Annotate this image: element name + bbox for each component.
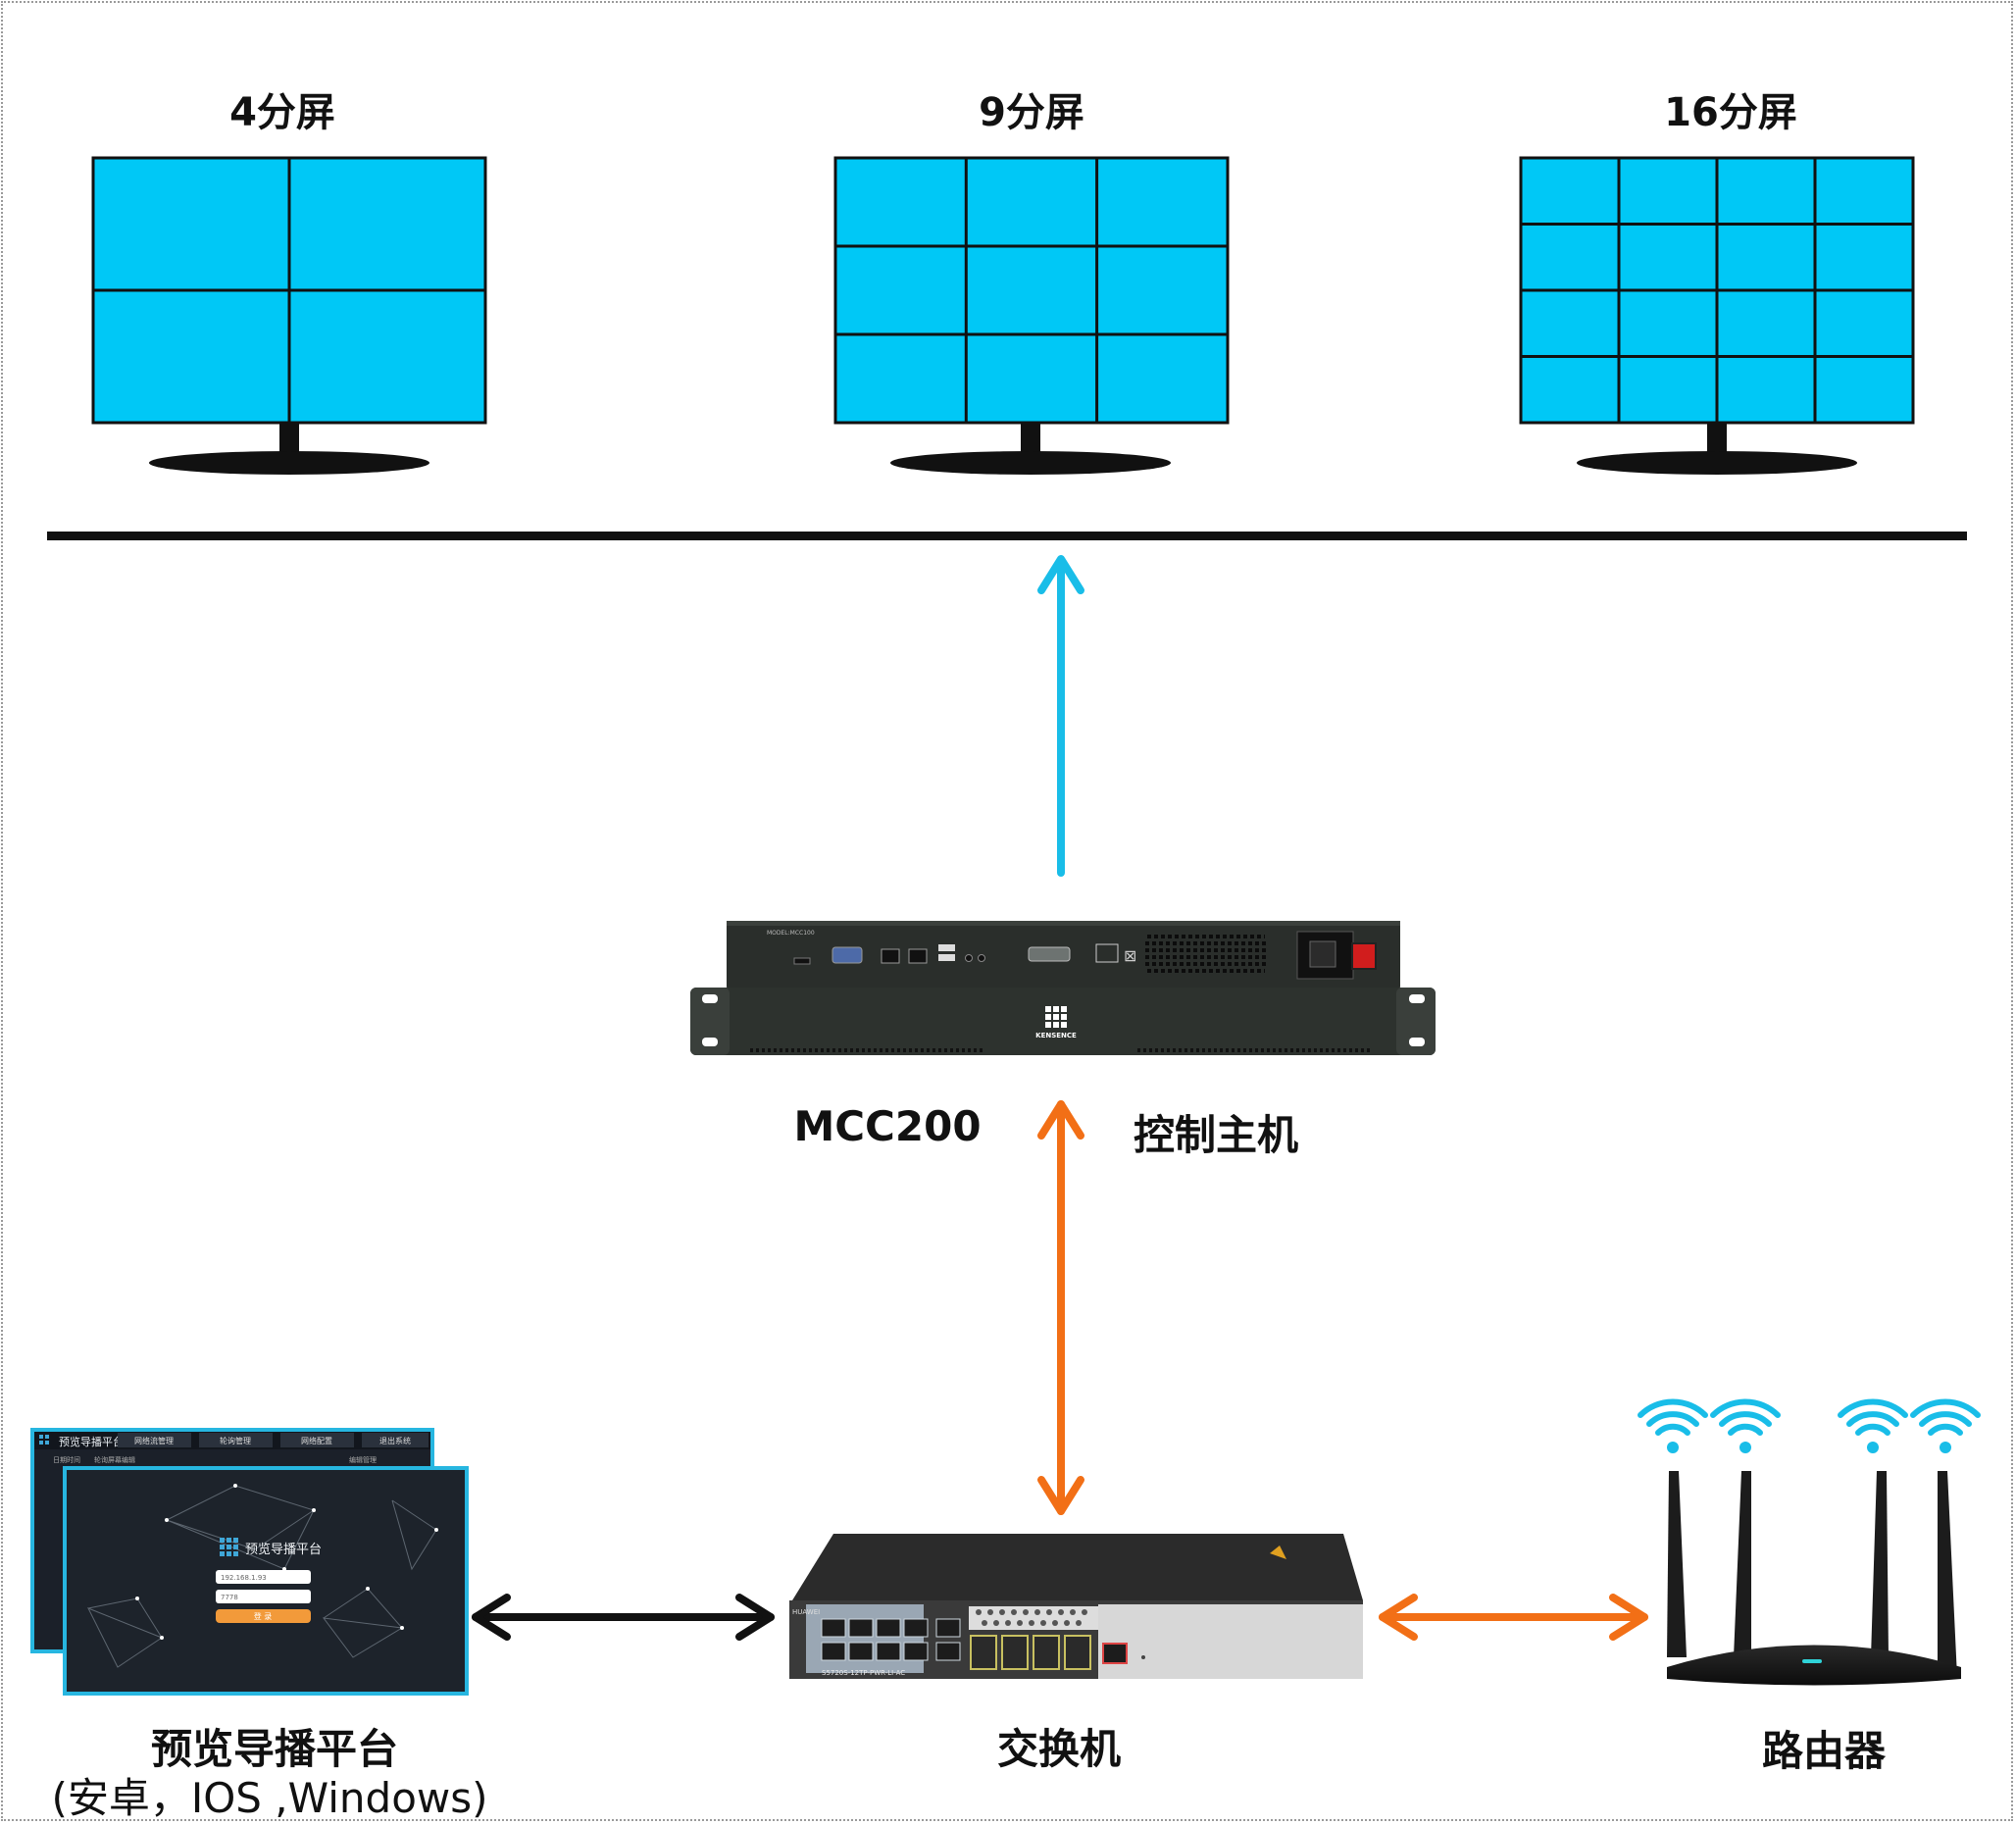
- switch-brand: HUAWEI: [792, 1608, 820, 1616]
- controller-model-label: MCC200: [793, 1102, 982, 1150]
- power-switch: [1351, 942, 1377, 970]
- switch-router-arrow: [1379, 1594, 1648, 1641]
- network-switch: HUAWEI S5720S-12TP-PWR-LI-AC: [789, 1534, 1363, 1679]
- switch-label: 交换机: [996, 1725, 1121, 1773]
- serial-port: [1028, 946, 1071, 962]
- router-body: [1667, 1645, 1961, 1686]
- menu-item: 轮询管理: [220, 1436, 251, 1445]
- sub-mid: 轮询屏幕编辑: [94, 1455, 135, 1464]
- usb-port-2: [938, 954, 955, 961]
- ip-field-value: 192.168.1.93: [221, 1574, 267, 1582]
- router-device: [1638, 1398, 1981, 1686]
- router-label: 路由器: [1761, 1727, 1886, 1775]
- console-port: [1102, 1643, 1128, 1664]
- svg-text:MODEL:MCC100: MODEL:MCC100: [767, 930, 815, 937]
- controller-role-label: 控制主机: [1133, 1111, 1298, 1159]
- app-logo-icon: [39, 1435, 49, 1445]
- port-field-value: 7778: [221, 1594, 238, 1601]
- rack-front: [690, 988, 1436, 1055]
- lan1-port: [881, 948, 900, 964]
- app-logo-icon: [220, 1538, 238, 1556]
- monitor-title-16: 16分屏: [1664, 90, 1797, 135]
- controller-switch-arrow: [1037, 1100, 1084, 1515]
- hdmi-port: [793, 957, 811, 965]
- login-button: [216, 1609, 311, 1623]
- monitor-16-neck: [1707, 423, 1727, 454]
- monitor-9-split: [833, 156, 1230, 475]
- monitor-9-screen: [833, 156, 1230, 425]
- sub-left: 日期时间: [53, 1455, 80, 1464]
- lan2-port: [908, 948, 928, 964]
- monitor-title-4: 4分屏: [229, 90, 335, 135]
- controller-to-display-arrow: [1037, 555, 1084, 877]
- monitor-16-split: [1519, 156, 1915, 475]
- vent-grille: [1145, 935, 1267, 973]
- menu-item: 网络流管理: [134, 1436, 174, 1445]
- wifi-icon: [1638, 1398, 1708, 1453]
- wifi-icon: [1910, 1398, 1981, 1453]
- monitor-title-9: 9分屏: [979, 90, 1084, 135]
- ip-field: [216, 1570, 311, 1584]
- display-bus-line: [47, 532, 1967, 540]
- platform-app-front-screen: 预览导播平台 192.168.1.93 7778 登 录: [63, 1466, 469, 1696]
- monitor-4-split: [91, 156, 487, 475]
- menu-item: 网络配置: [301, 1436, 332, 1445]
- front-app-name: 预览导播平台: [245, 1542, 322, 1557]
- controller-device: MODEL:MCC100 ⊠: [690, 921, 1436, 1055]
- monitor-4-base: [149, 451, 429, 475]
- login-button-label: 登 录: [254, 1611, 273, 1621]
- vga-port: [832, 946, 863, 964]
- monitor-4-neck: [279, 423, 299, 454]
- port-field: [216, 1590, 311, 1603]
- usb-port-1: [938, 944, 955, 951]
- wifi-icon: [1838, 1398, 1908, 1453]
- monitor-16-base: [1577, 451, 1857, 475]
- monitor-9-base: [890, 451, 1171, 475]
- platform-label: 预览导播平台: [150, 1725, 398, 1773]
- kensence-logo-icon: [1045, 1006, 1067, 1028]
- controller-brand: KENSENCE: [1035, 1032, 1077, 1039]
- platform-switch-arrow: [472, 1594, 775, 1641]
- switch-model: S5720S-12TP-PWR-LI-AC: [822, 1669, 905, 1677]
- switch-sfp-ports: [970, 1635, 1091, 1670]
- back-app-name: 预览导播平台: [59, 1435, 124, 1448]
- platform-subtitle: (安卓，IOS ,Windows): [51, 1774, 488, 1822]
- wifi-icon: [1710, 1398, 1781, 1453]
- sub-right: 编辑管理: [349, 1455, 377, 1464]
- monitor-9-neck: [1021, 423, 1040, 454]
- switch-rj45-ports: [821, 1618, 961, 1661]
- svg-text:⊠: ⊠: [1124, 946, 1136, 965]
- router-antennas: [1667, 1471, 1957, 1677]
- menu-item: 退出系统: [379, 1436, 411, 1445]
